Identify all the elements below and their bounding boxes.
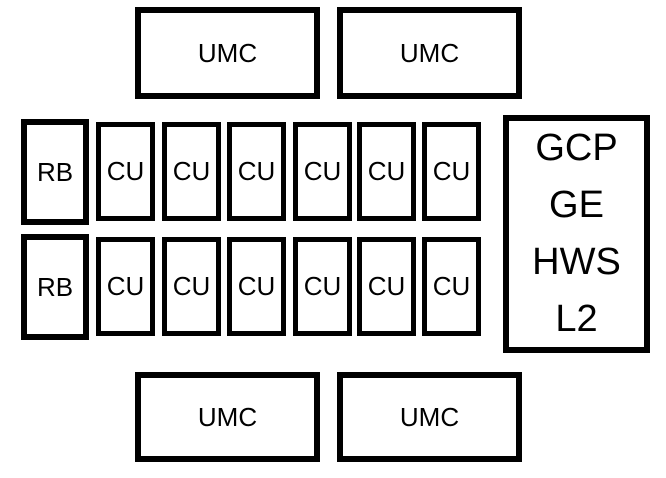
cu-box-row1-2: CU: [162, 122, 221, 221]
cu-box-row2-1: CU: [96, 237, 155, 336]
umc-box-bottom-left: UMC: [135, 372, 320, 462]
cu-box-row2-4-label: CU: [303, 271, 342, 301]
cu-box-row2-4: CU: [293, 237, 352, 336]
umc-box-bottom-left-label: UMC: [197, 401, 258, 432]
cu-box-row1-3-label: CU: [237, 156, 276, 186]
umc-box-top-right-label: UMC: [399, 37, 460, 68]
cu-box-row1-6-label: CU: [432, 156, 471, 186]
cu-box-row1-5: CU: [357, 122, 416, 221]
cu-box-row2-5-label: CU: [367, 271, 406, 301]
cu-box-row2-6: CU: [422, 237, 481, 336]
side-panel-line-gcp: GCP: [535, 127, 618, 169]
cu-box-row1-1: CU: [96, 122, 155, 221]
cu-box-row2-6-label: CU: [432, 271, 471, 301]
cu-box-row2-2-label: CU: [172, 271, 211, 301]
side-panel-box: GCP GE HWS L2: [503, 115, 650, 353]
cu-box-row2-2: CU: [162, 237, 221, 336]
cu-box-row1-5-label: CU: [367, 156, 406, 186]
cu-box-row2-3: CU: [227, 237, 286, 336]
cu-box-row1-3: CU: [227, 122, 286, 221]
cu-box-row2-3-label: CU: [237, 271, 276, 301]
rb-box-row2-label: RB: [36, 271, 74, 302]
umc-box-bottom-right: UMC: [337, 372, 522, 462]
cu-box-row2-5: CU: [357, 237, 416, 336]
umc-box-bottom-right-label: UMC: [399, 401, 460, 432]
rb-box-row1: RB: [21, 119, 89, 225]
rb-box-row2: RB: [21, 234, 89, 340]
cu-box-row1-4-label: CU: [303, 156, 342, 186]
side-panel-line-l2: L2: [555, 298, 598, 340]
cu-box-row1-4: CU: [293, 122, 352, 221]
umc-box-top-right: UMC: [337, 7, 522, 99]
umc-box-top-left-label: UMC: [197, 37, 258, 68]
side-panel-line-hws: HWS: [532, 241, 621, 283]
rb-box-row1-label: RB: [36, 156, 74, 187]
side-panel-line-ge: GE: [549, 184, 604, 226]
cu-box-row2-1-label: CU: [106, 271, 145, 301]
cu-box-row1-6: CU: [422, 122, 481, 221]
cu-box-row1-1-label: CU: [106, 156, 145, 186]
cu-box-row1-2-label: CU: [172, 156, 211, 186]
umc-box-top-left: UMC: [135, 7, 320, 99]
